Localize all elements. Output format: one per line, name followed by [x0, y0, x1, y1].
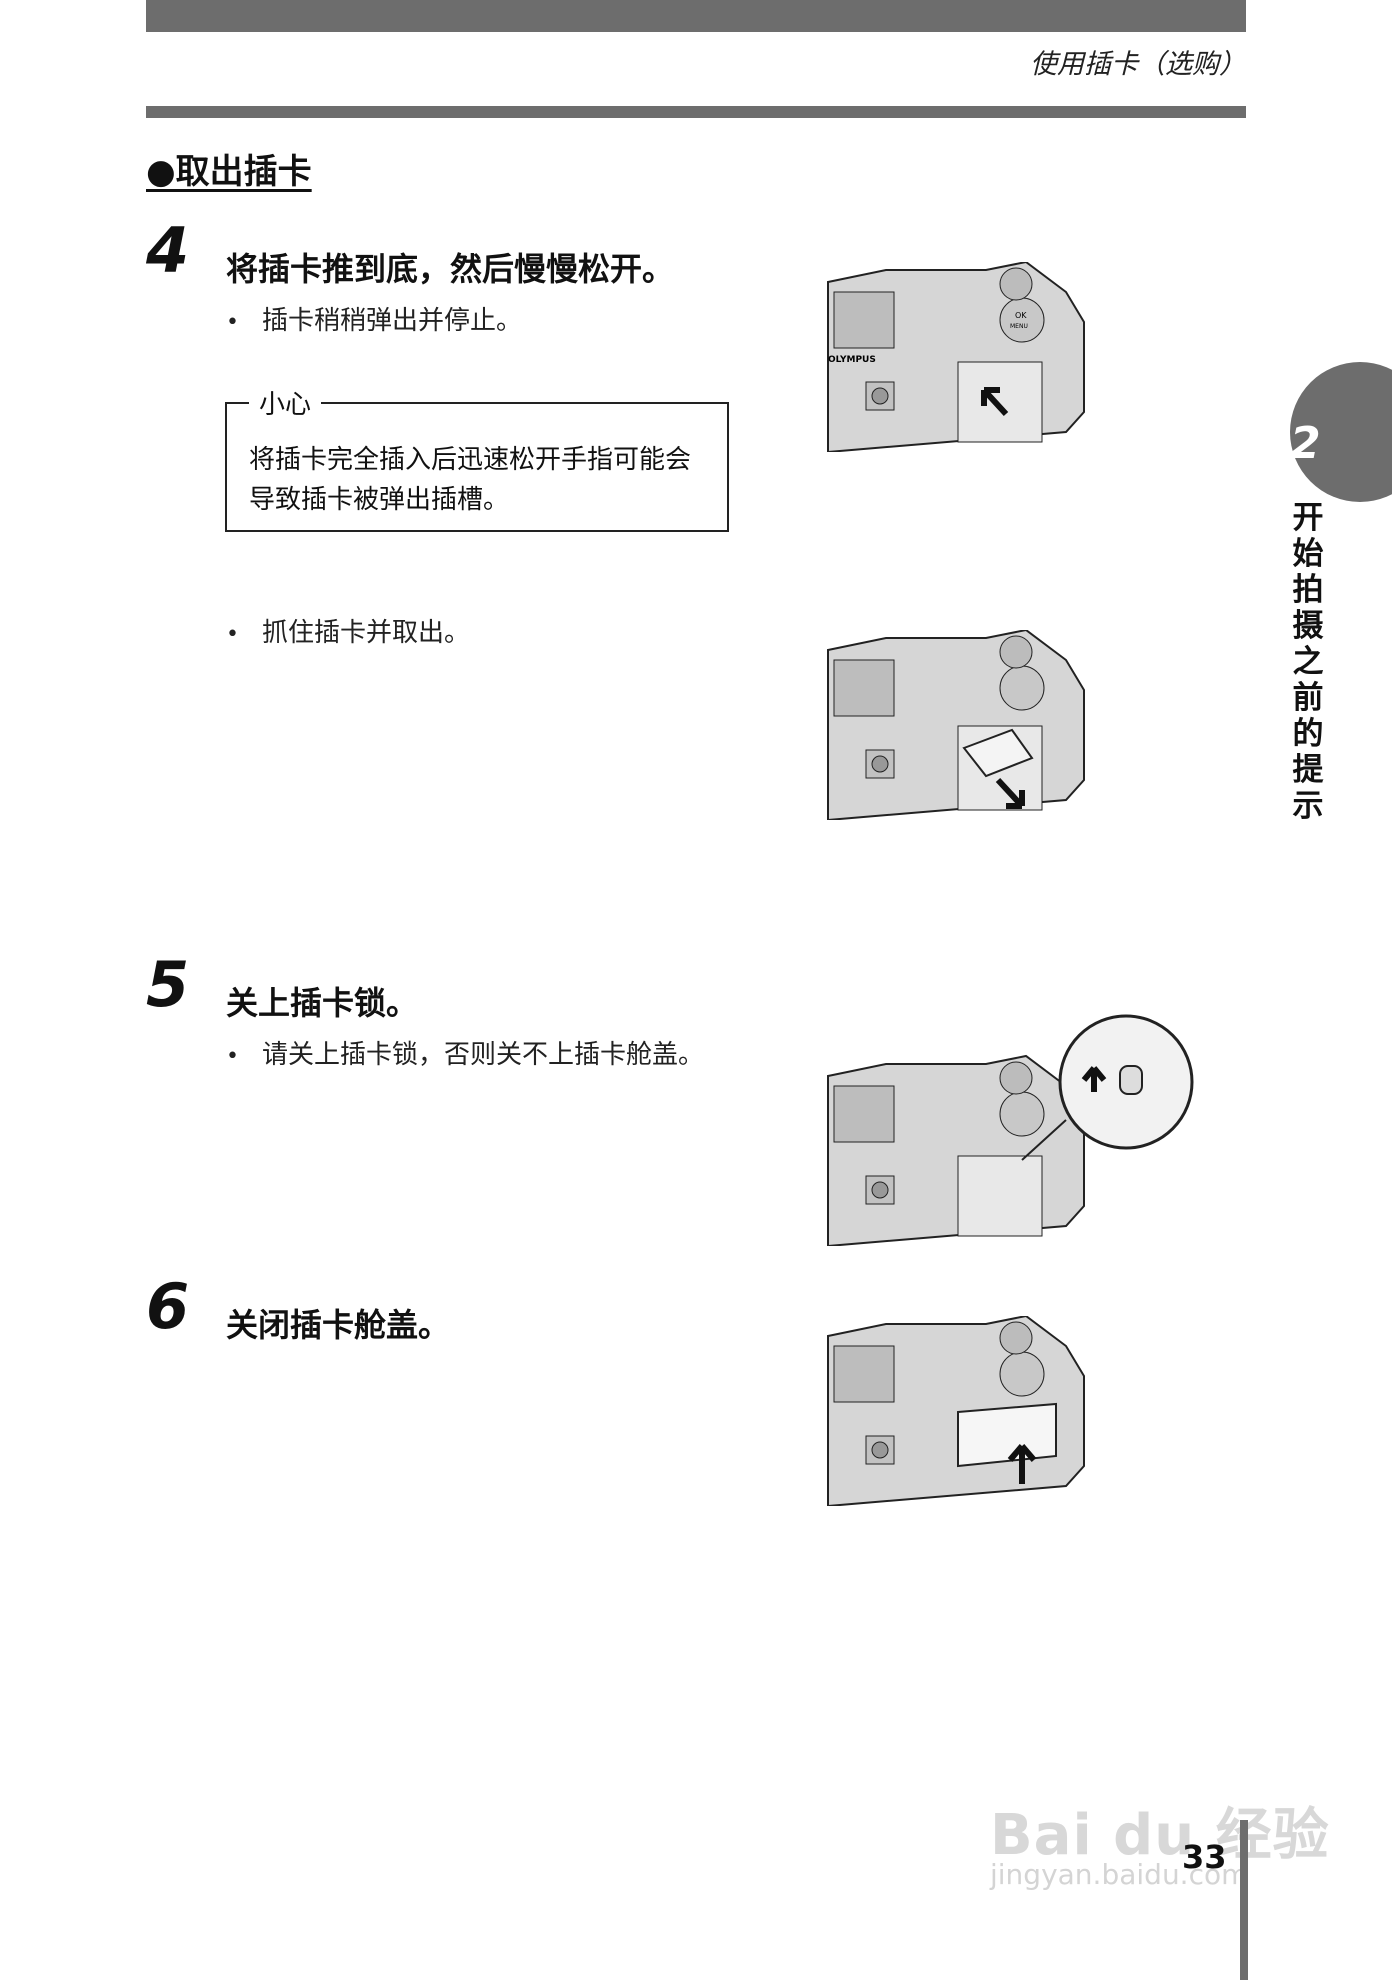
camera-illustration-push-card: OK MENU OLYMPUS [827, 262, 1085, 452]
chapter-title: 开始拍摄之前的提示 [1292, 500, 1324, 824]
step-4-number: 4 [146, 214, 190, 287]
memory-card-icon [962, 728, 1034, 778]
step-6-number: 6 [146, 1270, 190, 1343]
chapter-number: 2 [1290, 418, 1321, 469]
push-arrow-icon [981, 387, 1009, 417]
header-bottom-bar [146, 106, 1246, 118]
watermark-url: jingyan.baidu.com [990, 1858, 1249, 1891]
pull-arrow-icon [995, 777, 1025, 809]
header-title: 使用插卡（选购） [1030, 49, 1246, 80]
step-5-bullet-1: 请关上插卡锁，否则关不上插卡舱盖。 [226, 1034, 704, 1071]
lock-arrow-icon [1081, 1066, 1107, 1092]
page-number: 33 [1182, 1838, 1227, 1876]
card-cover-icon [957, 1402, 1057, 1468]
lock-icon [1119, 1065, 1143, 1095]
section-title: ●取出插卡 [146, 152, 312, 192]
camera-illustration-close-lock [827, 1014, 1194, 1246]
step-5-number: 5 [146, 948, 190, 1021]
step-6-title: 关闭插卡舱盖。 [226, 1306, 451, 1344]
step-4-bullet-2: 抓住插卡并取出。 [226, 612, 470, 649]
caution-text: 将插卡完全插入后迅速松开手指可能会导致插卡被弹出插槽。 [249, 445, 692, 515]
chapter-tab [1290, 362, 1392, 502]
caution-label: 小心 [249, 384, 322, 421]
page-number-bar [1240, 1820, 1248, 1980]
camera-illustration-remove-card [827, 630, 1085, 820]
step-4-bullet-1: 插卡稍稍弹出并停止。 [226, 300, 522, 337]
close-arrow-icon [1007, 1444, 1037, 1484]
watermark: Bai du 经验 [990, 1803, 1330, 1868]
menu-label: MENU [1010, 323, 1028, 330]
caution-box: 小心 将插卡完全插入后迅速松开手指可能会导致插卡被弹出插槽。 [225, 384, 729, 532]
brand-label: OLYMPUS [828, 355, 876, 365]
camera-illustration-close-cover [827, 1316, 1085, 1506]
step-5-title: 关上插卡锁。 [226, 984, 419, 1022]
step-4-title: 将插卡推到底，然后慢慢松开。 [226, 250, 675, 288]
ok-label: OK [1015, 311, 1027, 320]
header-top-bar [146, 0, 1246, 32]
